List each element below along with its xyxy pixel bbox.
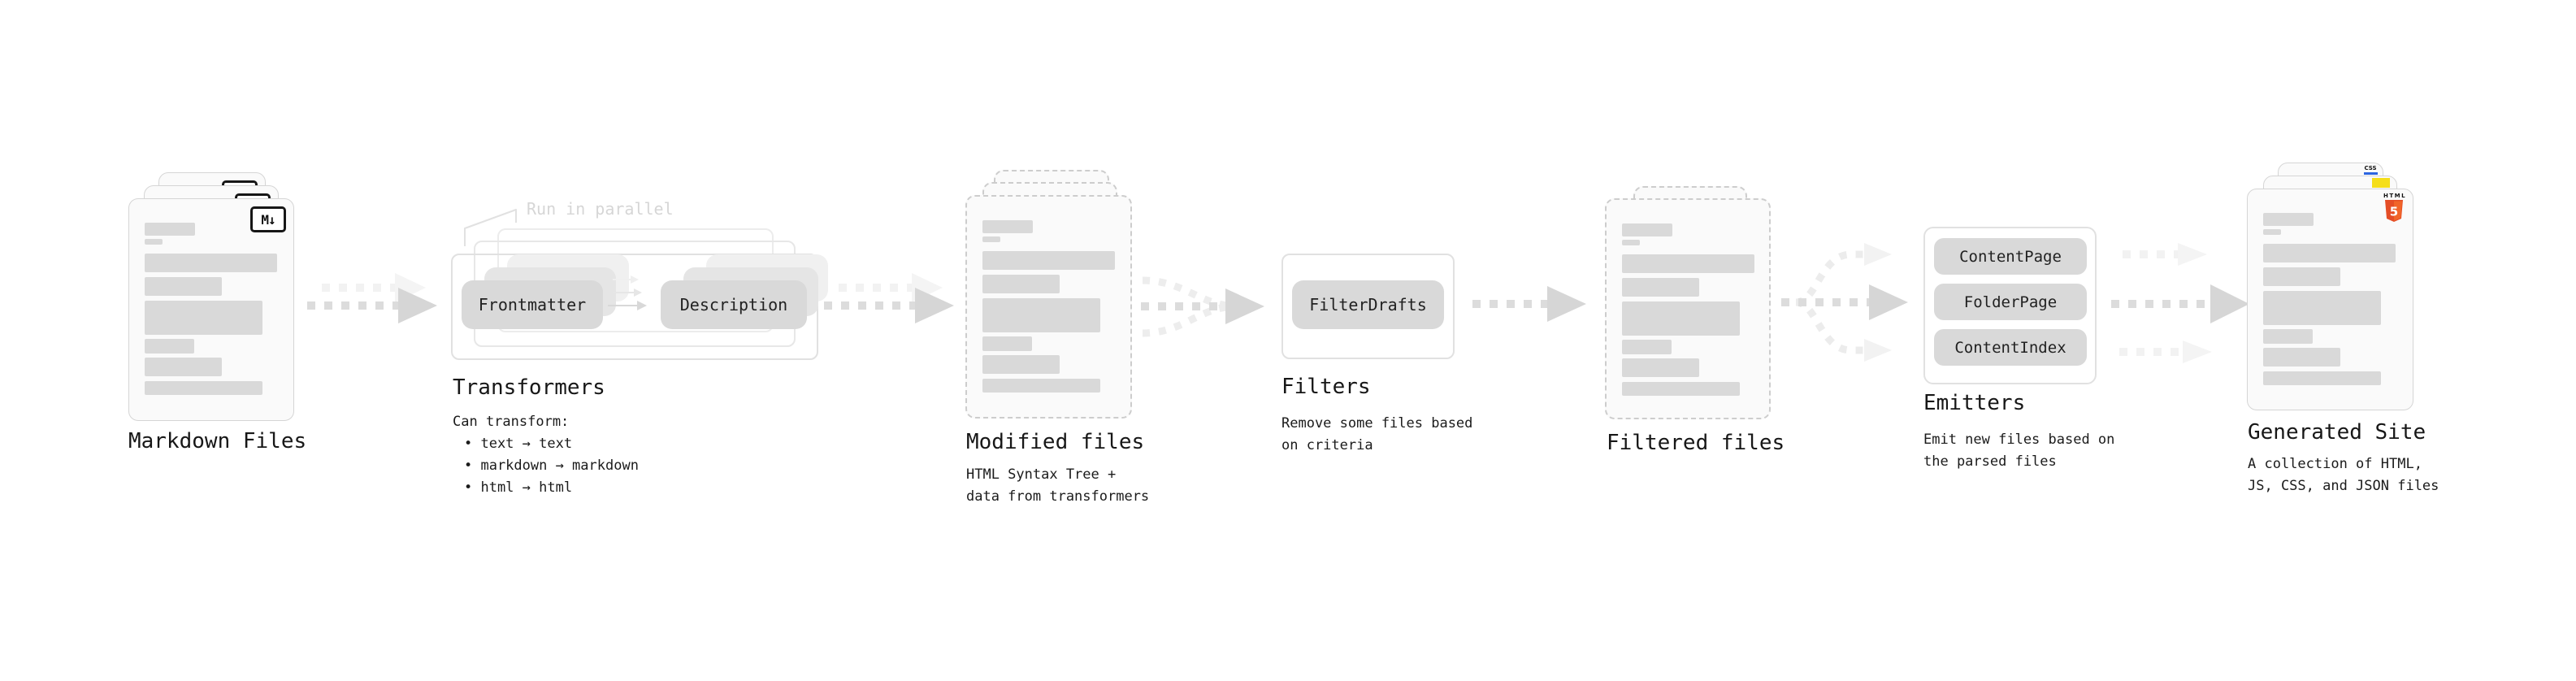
content-index-pill: ContentIndex (1934, 329, 2087, 366)
frontmatter-pill: Frontmatter (462, 280, 603, 329)
svg-text:5: 5 (2390, 205, 2398, 219)
text-line-placeholder (982, 336, 1032, 351)
text-line-placeholder (1622, 240, 1640, 245)
js-icon (2372, 178, 2390, 188)
desc-line: • markdown → markdown (464, 458, 639, 474)
transformers-title: Transformers (453, 375, 605, 400)
html5-shield: 5 (2385, 200, 2403, 222)
desc-line: HTML Syntax Tree + (966, 466, 1117, 483)
html5-icon: HTML 5 (2383, 193, 2405, 225)
text-line-placeholder (145, 239, 163, 245)
text-line-placeholder (2263, 348, 2340, 367)
desc-line: Can transform: (453, 414, 570, 430)
markdown-files-title: Markdown Files (128, 429, 307, 453)
run-in-parallel-annotation: Run in parallel (527, 199, 674, 219)
text-line-placeholder (2263, 267, 2340, 286)
text-line-placeholder (145, 339, 194, 354)
filtered-files-title: Filtered files (1607, 431, 1785, 455)
filters-description: Remove some files based on criteria (1281, 413, 1472, 457)
text-line-placeholder (2263, 213, 2314, 226)
emitters-title: Emitters (1923, 391, 2026, 415)
desc-line: data from transformers (966, 488, 1150, 505)
desc-line: JS, CSS, and JSON files (2248, 478, 2439, 494)
text-line-placeholder (1622, 340, 1672, 354)
doc-card-front (965, 195, 1132, 419)
text-line-placeholder (145, 277, 222, 296)
text-line-placeholder (2263, 329, 2313, 344)
modified-files-title: Modified files (966, 430, 1145, 454)
arrow-modified-to-filters (1141, 276, 1264, 337)
text-line-placeholder (982, 220, 1033, 233)
text-line-placeholder (982, 298, 1100, 332)
text-line-placeholder (145, 223, 195, 236)
css-icon-underline (2363, 172, 2378, 175)
text-line-placeholder (2263, 244, 2396, 262)
parallel-mini-arrows (608, 275, 647, 310)
text-line-placeholder (145, 301, 262, 335)
description-pill: Description (661, 280, 807, 329)
doc-card-front (1605, 198, 1771, 419)
emitters-description: Emit new files based on the parsed files (1923, 429, 2114, 473)
text-line-placeholder (982, 251, 1115, 270)
text-line-placeholder (982, 379, 1100, 393)
desc-line: Remove some files based (1281, 415, 1473, 432)
desc-line: • html → html (464, 479, 573, 496)
text-line-placeholder (145, 381, 262, 395)
html5-icon-word: HTML (2383, 193, 2407, 199)
generated-site-description: A collection of HTML, JS, CSS, and JSON … (2248, 453, 2439, 497)
generated-site-title: Generated Site (2248, 420, 2426, 445)
doc-card-front: M↓ (128, 198, 294, 421)
arrow-filtered-to-emitters (1781, 243, 1908, 362)
text-line-placeholder (982, 236, 1000, 242)
text-line-placeholder (145, 358, 222, 376)
text-line-placeholder (2263, 229, 2281, 235)
filters-title: Filters (1281, 375, 1371, 399)
text-line-placeholder (145, 254, 277, 272)
desc-line: on criteria (1281, 437, 1373, 453)
text-line-placeholder (982, 275, 1060, 293)
text-line-placeholder (2263, 291, 2381, 325)
arrow-emitters-to-generated (2111, 243, 2249, 363)
arrow-filters-to-filtered (1472, 286, 1586, 322)
css-icon: CSS (2362, 166, 2379, 175)
text-line-placeholder (1622, 382, 1740, 396)
text-line-placeholder (1622, 254, 1754, 273)
text-line-placeholder (1622, 223, 1672, 236)
content-page-pill: ContentPage (1934, 238, 2087, 275)
folder-page-pill: FolderPage (1934, 284, 2087, 320)
desc-line: A collection of HTML, (2248, 456, 2422, 472)
desc-line: • text → text (464, 436, 573, 452)
annotation-callout-line (464, 209, 517, 246)
text-line-placeholder (982, 355, 1060, 374)
text-line-placeholder (2263, 371, 2381, 385)
arrow-transformers-to-modified (824, 273, 954, 323)
text-line-placeholder (1622, 358, 1699, 377)
modified-files-description: HTML Syntax Tree + data from transformer… (966, 464, 1149, 508)
filter-drafts-pill: FilterDrafts (1292, 280, 1444, 329)
doc-card-front: HTML 5 (2247, 189, 2413, 410)
desc-line: the parsed files (1923, 453, 2057, 470)
text-line-placeholder (1622, 278, 1699, 297)
arrow-markdown-to-transformers (307, 273, 437, 323)
transformers-description: Can transform: • text → text • markdown … (453, 411, 639, 499)
markdown-icon: M↓ (250, 206, 286, 232)
css-icon-label: CSS (2364, 165, 2377, 171)
text-line-placeholder (1622, 301, 1740, 336)
desc-line: Emit new files based on (1923, 432, 2115, 448)
